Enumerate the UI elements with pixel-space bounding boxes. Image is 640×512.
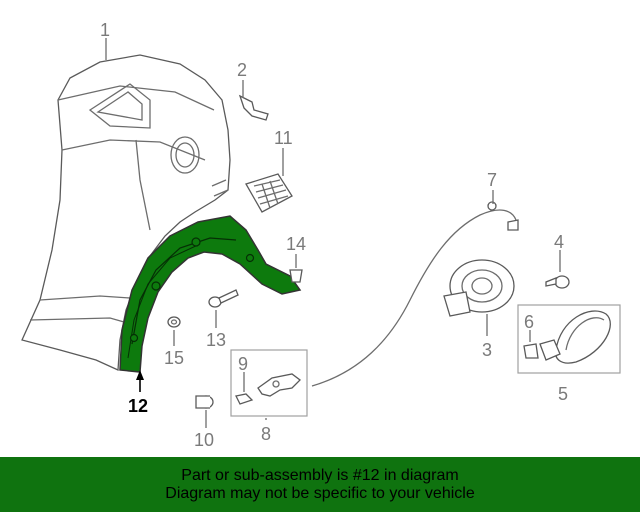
callout-13: 13 [206, 330, 226, 350]
callout-8: 8 [261, 424, 271, 444]
fuel-housing-part-3[interactable] [443, 259, 515, 317]
callout-11: 11 [274, 128, 293, 148]
banner-line-1: Part or sub-assembly is #12 in diagram [181, 466, 459, 484]
wheel-liner-part-12[interactable] [119, 215, 302, 373]
box-part-5[interactable] [517, 304, 621, 374]
clip-part-14[interactable] [289, 269, 303, 283]
leader-lines [105, 38, 561, 428]
callout-4: 4 [554, 232, 564, 252]
cable-part-7[interactable] [311, 201, 519, 387]
banner-line-2: Diagram may not be specific to your vehi… [165, 484, 475, 502]
callout-10: 10 [194, 430, 214, 450]
callout-15: 15 [164, 348, 184, 368]
callout-5: 5 [558, 384, 568, 404]
screw-part-4[interactable] [545, 275, 570, 289]
nut-part-15[interactable] [167, 316, 181, 328]
callout-1: 1 [100, 20, 110, 40]
bracket-part-2[interactable] [238, 94, 269, 121]
callout-12: 12 [128, 396, 148, 416]
callout-9: 9 [238, 354, 248, 374]
info-banner: Part or sub-assembly is #12 in diagram D… [0, 457, 640, 512]
callout-3: 3 [482, 340, 492, 360]
vent-grille-part-11[interactable] [245, 173, 293, 213]
callout-7: 7 [487, 170, 497, 190]
parts-diagram: 1 2 11 14 13 15 12 10 9 8 7 3 4 6 5 [21, 20, 621, 450]
callout-6: 6 [524, 312, 534, 332]
callout-14: 14 [286, 234, 306, 254]
bolt-part-13[interactable] [208, 289, 239, 308]
bolt-part-10[interactable] [195, 395, 214, 409]
callout-2: 2 [237, 60, 247, 80]
